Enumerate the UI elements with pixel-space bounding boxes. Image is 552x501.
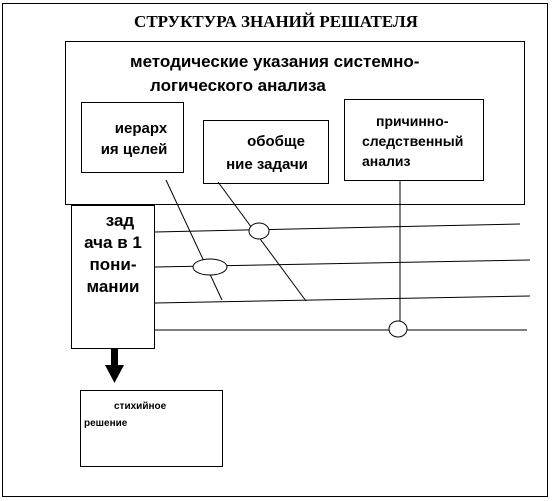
causal-analysis-label: причинно- следственный анализ: [362, 111, 482, 171]
goal-hierarchy-line2: ия целей: [100, 141, 168, 158]
methodology-label: методические указания системно- логическ…: [130, 50, 500, 98]
task-generalization-link: [217, 181, 307, 302]
goal-hierarchy-link: [165, 179, 223, 301]
methodology-label-line2: логического анализа: [150, 76, 326, 95]
task-generalization-label: обобще ние задачи: [206, 130, 328, 176]
causal-analysis-box: [344, 99, 484, 181]
node-circle-2: [192, 258, 228, 276]
methodology-label-line1: методические указания системно-: [130, 52, 420, 71]
task-understanding-line2: ача в 1: [84, 233, 142, 252]
spontaneous-solution-line2: решение: [84, 418, 128, 429]
task-understanding-line1: зад: [105, 211, 135, 230]
node-circle-3: [388, 320, 408, 338]
causal-analysis-line2: следственный: [362, 133, 464, 149]
diagram-frame: [2, 3, 548, 497]
task-understanding-box: [71, 205, 155, 349]
task-understanding-line3: пони-: [89, 255, 137, 274]
goal-hierarchy-box: [81, 102, 184, 173]
goal-hierarchy-label: иерарх ия целей: [88, 118, 180, 160]
task-understanding-line4: мании: [86, 277, 140, 296]
node-circle-1: [248, 222, 270, 240]
knowledge-line-3: [154, 295, 531, 304]
task-generalization-line1: обобще: [247, 133, 305, 150]
spontaneous-solution-label: стихийное решение: [84, 398, 220, 432]
causal-analysis-line3: анализ: [362, 153, 411, 169]
task-generalization-line2: ние задачи: [226, 156, 308, 173]
diagram-title: СТРУКТУРА ЗНАНИЙ РЕШАТЕЛЯ: [134, 12, 418, 31]
causal-analysis-line1: причинно-: [376, 113, 449, 129]
knowledge-line-1: [154, 223, 521, 233]
spontaneous-solution-line1: стихийное: [114, 401, 167, 412]
down-arrow: [105, 348, 124, 383]
spontaneous-solution-box: [80, 390, 223, 467]
task-understanding-label: зад ача в 1 пони- мании: [73, 210, 153, 298]
task-generalization-box: [203, 120, 329, 184]
goal-hierarchy-line1: иерарх: [114, 120, 168, 137]
